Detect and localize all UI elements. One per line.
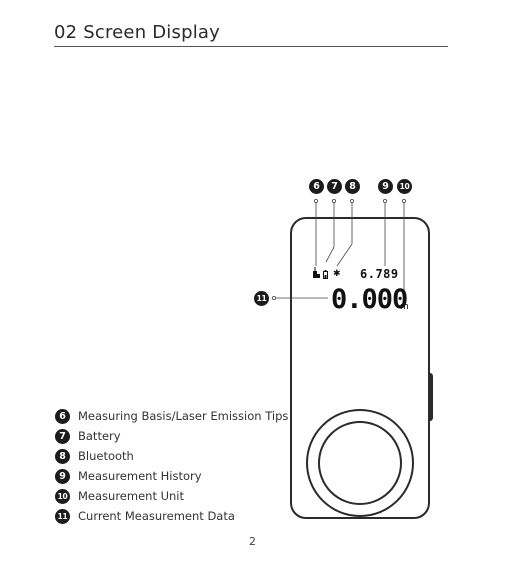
legend-label: Measurement History	[78, 469, 202, 483]
callout-badge-9: 9	[378, 179, 393, 194]
legend-item: 11 Current Measurement Data	[55, 506, 288, 526]
measurement-unit: m	[400, 302, 409, 312]
measurement-history-value: 6.789	[360, 267, 399, 281]
callout-badge-11: 11	[254, 291, 269, 306]
legend-label: Battery	[78, 429, 121, 443]
page-number: 2	[0, 535, 505, 548]
callout-badge-7: 7	[327, 179, 342, 194]
legend-number-badge: 8	[55, 449, 70, 464]
legend-item: 7 Battery	[55, 426, 288, 446]
legend-number-badge: 6	[55, 409, 70, 424]
legend-number-badge: 11	[55, 509, 70, 524]
legend-item: 10 Measurement Unit	[55, 486, 288, 506]
legend-label: Bluetooth	[78, 449, 134, 463]
legend-number-badge: 7	[55, 429, 70, 444]
measuring-basis-icon	[313, 267, 320, 278]
current-measurement-value: 0.000	[331, 285, 407, 315]
legend-item: 6 Measuring Basis/Laser Emission Tips	[55, 406, 288, 426]
legend-label: Measuring Basis/Laser Emission Tips	[78, 409, 288, 423]
legend-item: 8 Bluetooth	[55, 446, 288, 466]
battery-icon	[324, 270, 328, 279]
callout-badge-10: 10	[397, 179, 412, 194]
callout-badge-8: 8	[345, 179, 360, 194]
legend-number-badge: 9	[55, 469, 70, 484]
legend-item: 9 Measurement History	[55, 466, 288, 486]
callout-badge-6: 6	[309, 179, 324, 194]
bluetooth-icon: ✱	[333, 269, 341, 279]
legend-number-badge: 10	[55, 489, 70, 504]
legend: 6 Measuring Basis/Laser Emission Tips 7 …	[55, 406, 288, 526]
legend-label: Measurement Unit	[78, 489, 184, 503]
legend-label: Current Measurement Data	[78, 509, 235, 523]
